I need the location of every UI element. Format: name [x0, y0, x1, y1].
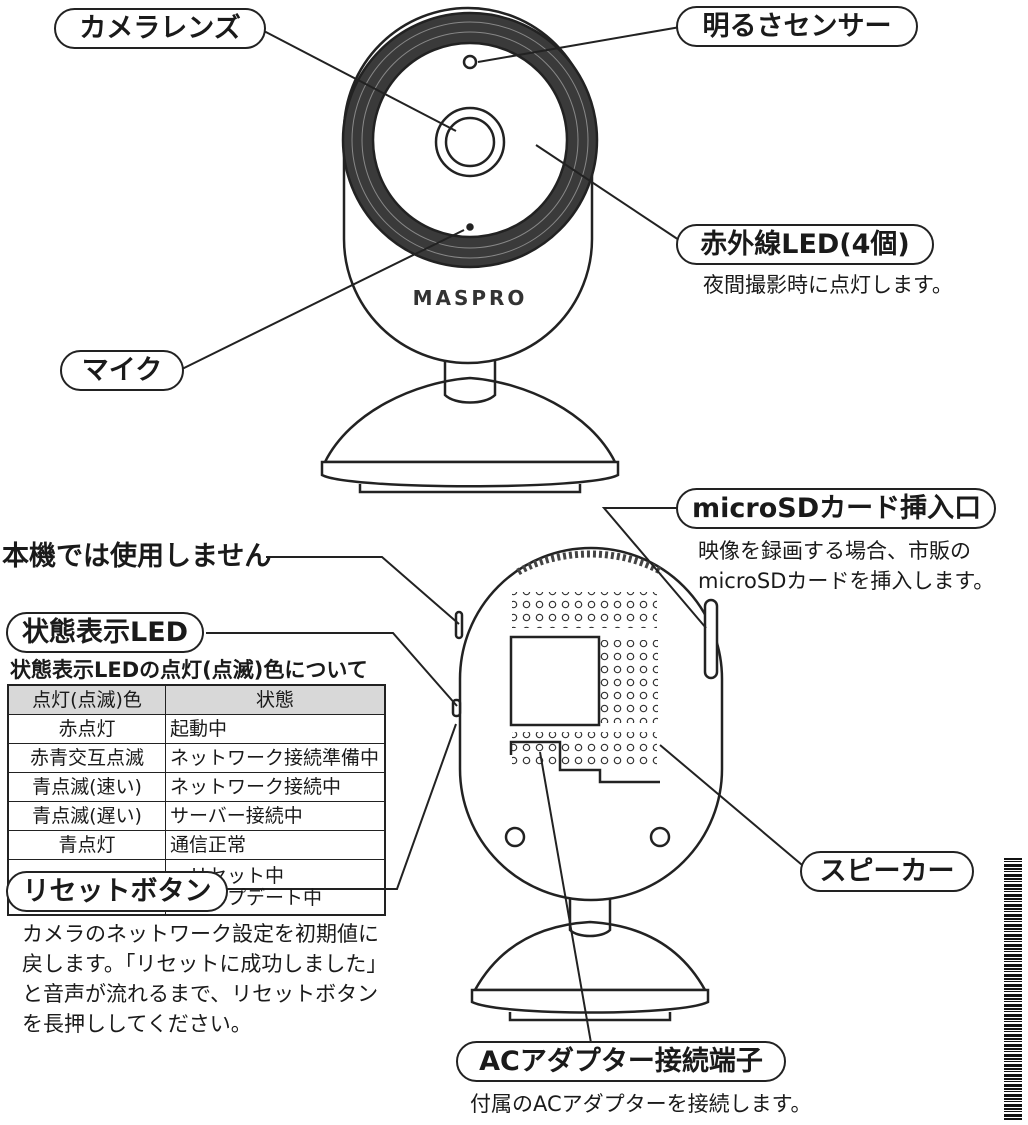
table-row: 青点滅(遅い) サーバー接続中: [7, 801, 386, 831]
table-row: 赤点灯 起動中: [7, 714, 386, 744]
label-reset-button: リセットボタン: [6, 871, 228, 912]
led-table-caption: 状態表示LEDの点灯(点滅)色について: [10, 658, 368, 682]
reset-note-1: カメラのネットワーク設定を初期値に: [22, 922, 379, 946]
table-cell-color: 青点滅(遅い): [7, 801, 166, 831]
led-status-table: 点灯(点滅)色 状態 赤点灯 起動中 赤青交互点滅 ネットワーク接続準備中 青点…: [7, 684, 386, 916]
brand-logo: MASPRO: [413, 286, 528, 310]
table-header-row: 点灯(点滅)色 状態: [7, 684, 386, 715]
label-mic: マイク: [60, 350, 184, 391]
table-header-color: 点灯(点滅)色: [7, 684, 166, 715]
label-camera-lens: カメラレンズ: [54, 8, 266, 49]
label-status-led: 状態表示LED: [6, 612, 204, 653]
ir-led-note: 夜間撮影時に点灯します。: [703, 273, 953, 297]
label-brightness-sensor: 明るさセンサー: [676, 6, 918, 47]
microsd-note-1: 映像を録画する場合、市販の: [698, 539, 971, 563]
label-unused-port: 本機では使用しません: [2, 541, 272, 572]
table-cell-status: 起動中: [165, 714, 386, 744]
label-ir-led: 赤外線LED(4個): [676, 224, 934, 265]
reset-note-2: 戻します。「リセットに成功しました」: [22, 952, 388, 976]
table-cell-color: 青点滅(速い): [7, 772, 166, 802]
table-row: 青点滅(速い) ネットワーク接続中: [7, 772, 386, 802]
table-header-status: 状態: [165, 684, 386, 715]
table-row: 赤青交互点滅 ネットワーク接続準備中: [7, 743, 386, 773]
table-cell-status: ネットワーク接続準備中: [165, 743, 386, 773]
reset-note-3: と音声が流れるまで、リセットボタン: [22, 982, 379, 1006]
label-microsd-slot: microSDカード挿入口: [676, 488, 996, 529]
back-camera: [451, 546, 724, 1022]
table-cell-color: 赤青交互点滅: [7, 743, 166, 773]
table-row: 青点灯 通信正常: [7, 830, 386, 860]
front-camera: [320, 6, 620, 494]
barcode: [1004, 858, 1022, 1120]
microsd-note-2: microSDカードを挿入します。: [698, 569, 995, 593]
table-cell-status: 通信正常: [165, 830, 386, 860]
label-speaker: スピーカー: [800, 851, 974, 892]
reset-note-4: を長押ししてください。: [22, 1012, 252, 1036]
label-ac-port: ACアダプター接続端子: [456, 1041, 786, 1082]
table-cell-color: 赤点灯: [7, 714, 166, 744]
table-cell-color: 青点灯: [7, 830, 166, 860]
ac-port-note: 付属のACアダプターを接続します。: [470, 1092, 812, 1116]
table-cell-status: ネットワーク接続中: [165, 772, 386, 802]
table-cell-status: サーバー接続中: [165, 801, 386, 831]
